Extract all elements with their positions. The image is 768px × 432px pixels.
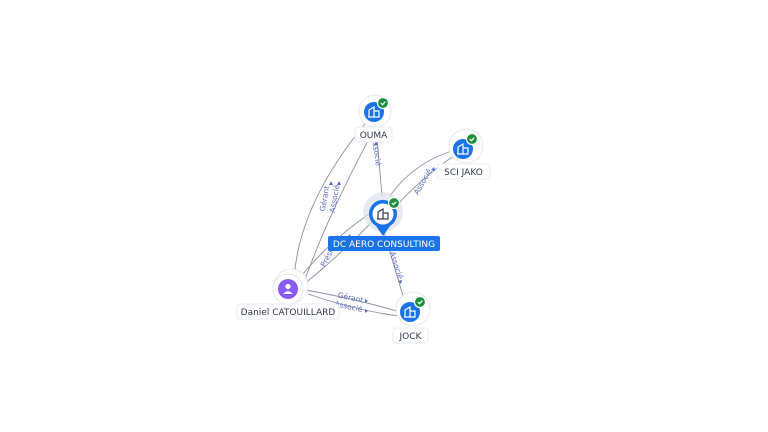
- node-label-jock: JOCK: [399, 332, 423, 342]
- edge-daniel-ouma[interactable]: [293, 117, 371, 279]
- verified-check-icon: [376, 96, 390, 110]
- edge-label-daniel-ouma-1: Gérant: [318, 185, 331, 212]
- arrow-icon: [431, 167, 435, 171]
- node-label-box: [236, 303, 340, 320]
- arrow-icon: [365, 299, 368, 303]
- building-icon: [457, 142, 469, 155]
- node-label-sci-jako: SCI JAKO: [444, 168, 483, 178]
- node-label-ouma: OUMA: [360, 131, 388, 141]
- check-mark: [380, 101, 386, 106]
- edge-daniel-ouma-2[interactable]: [303, 125, 377, 283]
- arrow-icon: [374, 141, 378, 145]
- check-mark: [391, 201, 397, 206]
- verified-check-icon: [413, 295, 427, 309]
- edge-label-main-ouma: Associé: [370, 137, 383, 167]
- node-label-daniel: Daniel CATOUILLARD: [241, 308, 336, 318]
- edge-daniel-jock[interactable]: [305, 289, 401, 313]
- node-label-box: [354, 126, 393, 143]
- edge-label-main-jock: Associé: [388, 250, 405, 280]
- node-label-box: [392, 327, 429, 344]
- node-sci-jako[interactable]: SCI JAKO: [436, 128, 491, 180]
- verified-check-icon: [387, 196, 401, 210]
- node-label-box: [436, 163, 491, 180]
- arrow-icon: [398, 280, 402, 284]
- check-mark: [469, 137, 475, 142]
- node-ouma[interactable]: OUMA: [354, 94, 393, 143]
- verified-check-icon: [465, 132, 479, 146]
- node-dc-aero-consulting[interactable]: DC AERO CONSULTING: [328, 192, 440, 251]
- check-mark: [417, 300, 423, 305]
- edge-daniel-main-2[interactable]: [301, 219, 375, 287]
- node-daniel-catouillard[interactable]: Daniel CATOUILLARD: [236, 268, 340, 320]
- node-jock[interactable]: JOCK: [392, 291, 431, 344]
- building-icon: [368, 105, 380, 118]
- main-node-label-box: [328, 236, 440, 251]
- node-label-main: DC AERO CONSULTING: [333, 240, 435, 250]
- building-icon: [404, 305, 416, 318]
- person-icon: [283, 283, 293, 294]
- edge-daniel-jock-2[interactable]: [307, 293, 399, 317]
- arrow-icon: [365, 309, 368, 313]
- arrow-icon: [329, 181, 333, 185]
- building-icon: [377, 207, 389, 220]
- arrow-icon: [337, 181, 341, 185]
- edge-label-main-sci-jako: Associé: [412, 167, 434, 196]
